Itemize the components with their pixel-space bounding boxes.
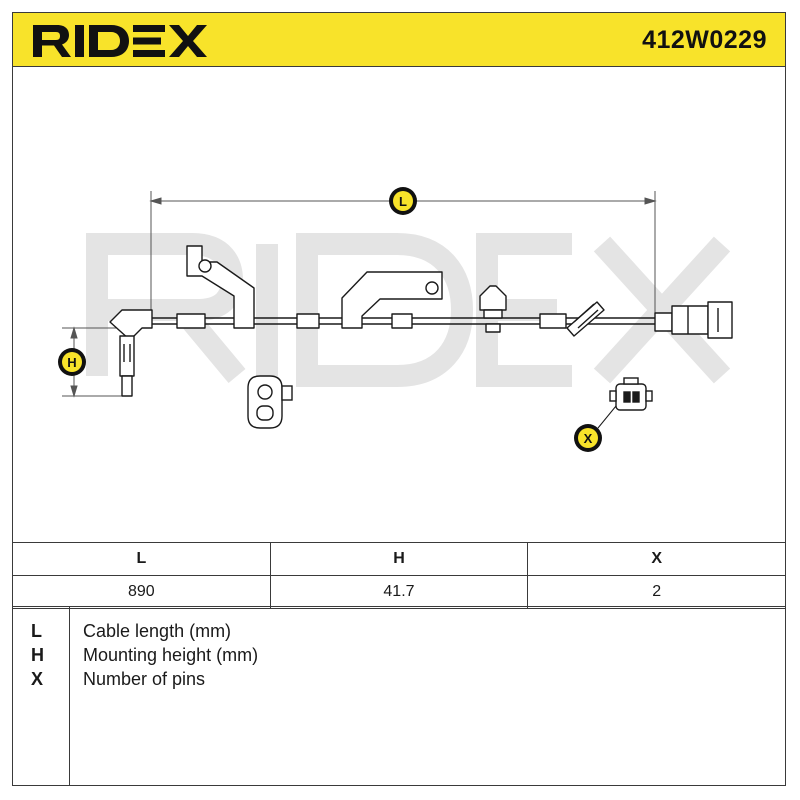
value-height: 41.7	[269, 575, 529, 609]
pins-badge: X	[574, 424, 602, 452]
legend-item-length: L Cable length (mm)	[13, 621, 785, 645]
part-number: 412W0229	[642, 26, 767, 54]
legend-description: Mounting height (mm)	[83, 645, 259, 665]
column-header-pins: X	[527, 542, 786, 576]
value-pins: 2	[527, 575, 786, 609]
ridex-logo	[33, 25, 207, 57]
legend-divider	[69, 607, 70, 785]
header-bar: 412W0229	[12, 12, 786, 67]
legend-description: Cable length (mm)	[83, 621, 232, 641]
svg-text:H: H	[67, 355, 76, 370]
legend-item-pins: X Number of pins	[13, 669, 785, 693]
value-length: 890	[12, 575, 271, 609]
sensor-cable	[109, 245, 733, 397]
column-header-length: L	[12, 542, 271, 576]
legend-key: X	[31, 669, 44, 689]
technical-drawing: L H	[58, 187, 733, 452]
length-badge: L	[389, 187, 417, 215]
legend-description: Number of pins	[83, 669, 206, 689]
svg-text:X: X	[584, 431, 593, 446]
spec-table-header: L H X	[12, 542, 786, 576]
spec-table-values: 890 41.7 2	[12, 575, 786, 609]
svg-text:L: L	[399, 194, 407, 209]
connector-face-view	[597, 377, 653, 429]
legend-key: L	[31, 621, 42, 641]
legend-item-height: H Mounting height (mm)	[13, 645, 785, 669]
legend-key: H	[31, 645, 44, 665]
spec-table: L H X 890 41.7 2	[12, 542, 786, 609]
height-badge: H	[58, 348, 86, 376]
sensor-section-view	[247, 375, 293, 429]
legend: L Cable length (mm) H Mounting height (m…	[12, 606, 786, 786]
column-header-height: H	[269, 542, 529, 576]
